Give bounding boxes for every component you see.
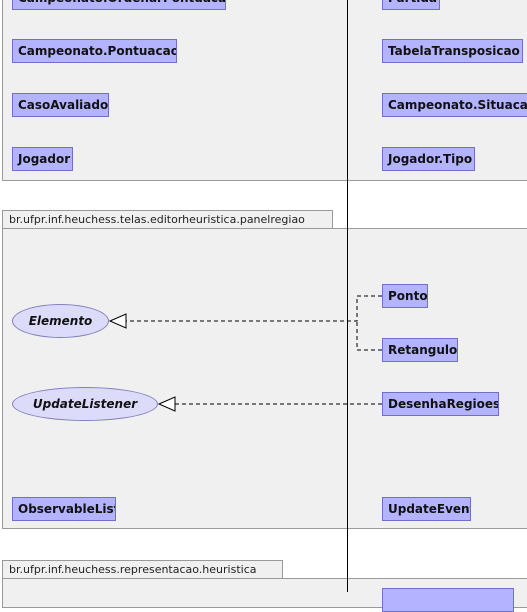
- arrowhead-elemento: [108, 313, 127, 329]
- package-panelregiao-tab: br.ufpr.inf.heuchess.telas.editorheurist…: [2, 210, 333, 229]
- interface-elemento[interactable]: Elemento: [12, 304, 109, 338]
- class-desenharegioes[interactable]: DesenhaRegioes: [382, 392, 499, 416]
- diagram-connectors: [108, 0, 382, 592]
- class-retangulo[interactable]: Retangulo: [382, 338, 458, 362]
- class-updateevent[interactable]: UpdateEvent: [382, 497, 471, 521]
- class-observablelist[interactable]: ObservableList: [12, 497, 116, 521]
- package-heuristica-tab: br.ufpr.inf.heuchess.representacao.heuri…: [2, 560, 283, 579]
- interface-updatelistener[interactable]: UpdateListener: [12, 387, 158, 421]
- class-casoavaliado[interactable]: CasoAvaliado: [12, 93, 109, 117]
- class-ponto[interactable]: Ponto: [382, 284, 428, 308]
- package-panelregiao-body: [2, 228, 527, 529]
- class-campeonato-situacao[interactable]: Campeonato.Situacao: [382, 93, 527, 117]
- class-campeonato-ordenarpontuacao[interactable]: Campeonato.OrdenarPontuacao: [12, 0, 226, 10]
- arrowhead-updatelistener: [157, 396, 176, 412]
- realization-elemento: [126, 295, 382, 351]
- class-jogador-tipo[interactable]: Jogador.Tipo: [382, 147, 475, 171]
- class-partida[interactable]: Partida: [382, 0, 440, 10]
- class-campeonato-pontuacao[interactable]: Campeonato.Pontuacao: [12, 39, 177, 63]
- class-jogador[interactable]: Jogador: [12, 147, 73, 171]
- class-tabelatransposicao[interactable]: TabelaTransposicao: [382, 39, 523, 63]
